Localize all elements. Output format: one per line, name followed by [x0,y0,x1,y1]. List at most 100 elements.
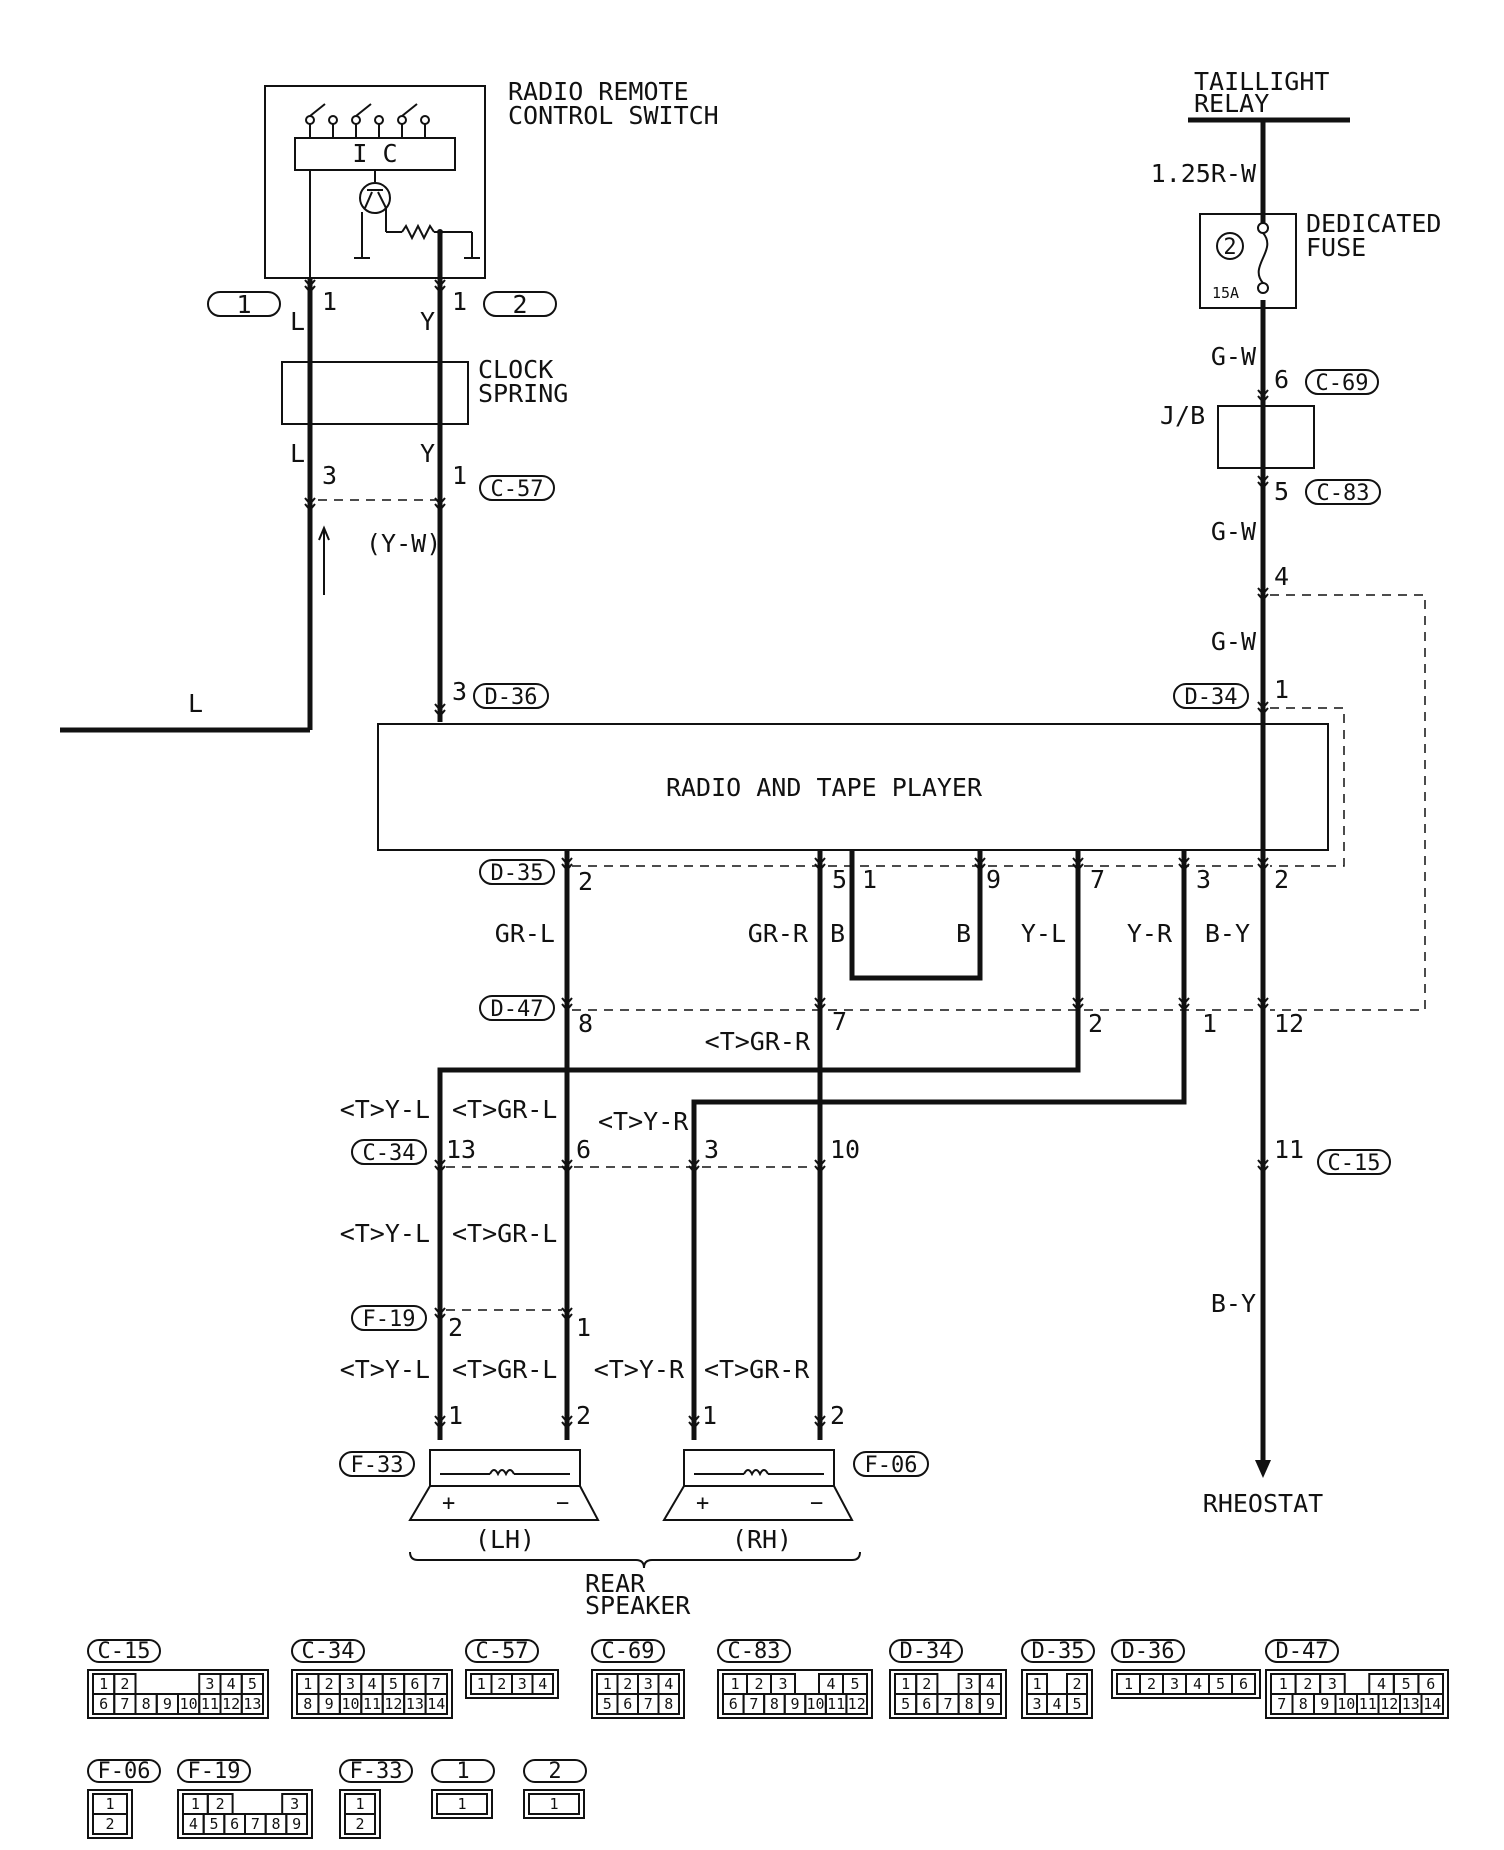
pin-number: 6 [729,1695,738,1713]
rear-speaker-label-1: REAR [585,1569,646,1598]
pin-number: 9 [790,1695,799,1713]
pin-number: 8 [664,1695,673,1713]
pin-number: 7 [749,1695,758,1713]
pin-label: 1 [322,287,337,316]
wire-label-y: Y [420,439,435,468]
pin-number: 4 [826,1675,835,1693]
pin-label: 10 [830,1135,860,1164]
wire-label-yl: Y-L [1021,919,1066,948]
connector-face-label: C-34 [302,1639,355,1664]
svg-text:C-34: C-34 [363,1141,416,1166]
pin-label: 5 [1274,477,1289,506]
pin-label: 2 [578,867,593,896]
speaker-rh-label: (RH) [732,1525,792,1554]
clock-spring: CLOCK SPRING [281,355,568,425]
pin-number: 6 [230,1815,239,1833]
pin-number: 2 [1072,1675,1081,1693]
pin-label: 1 [448,1401,463,1430]
wire-label-tyl: <T>Y-L [340,1219,430,1248]
pin-number: 2 [754,1675,763,1693]
connector-face-label: F-06 [98,1759,151,1784]
pin-number: 8 [1299,1695,1308,1713]
pin-number: 1 [603,1675,612,1693]
pin-label: 13 [446,1135,476,1164]
connector-d47: D-47 [479,995,555,1022]
pin-number: 4 [367,1675,376,1693]
pin-number: 7 [1277,1695,1286,1713]
pin-number: 1 [901,1675,910,1693]
pin-label: 1 [1202,1009,1217,1038]
svg-text:C-69: C-69 [1316,371,1369,396]
pin-number: 5 [603,1695,612,1713]
connector-face-label: D-34 [900,1639,953,1664]
pin-number: 2 [325,1675,334,1693]
pin-number: 4 [189,1815,198,1833]
pin-number: 13 [406,1695,424,1713]
pin-label: 7 [832,1007,847,1036]
pin-number: 1 [191,1795,200,1813]
pin-number: 4 [1052,1695,1061,1713]
pin-label: 1 [862,865,877,894]
pin-number: 6 [1239,1675,1248,1693]
svg-text:D-36: D-36 [485,685,538,710]
pin-number: 6 [410,1675,419,1693]
pin-number: 3 [1032,1695,1041,1713]
pin-number: 1 [99,1675,108,1693]
speaker-wires [437,850,1271,1478]
rear-speaker-rh: + − (RH) [662,1449,854,1554]
pin-number: 1 [1279,1675,1288,1693]
jb-label: J/B [1160,401,1205,430]
pin-label: 3 [452,677,467,706]
pin-number: 5 [1402,1675,1411,1693]
pin-number: 12 [1380,1695,1398,1713]
taillight-relay: TAILLIGHT RELAY [1188,67,1350,123]
connector-face-label: F-33 [350,1759,403,1784]
clock-spring-label-1: CLOCK [478,355,553,384]
pin-number: 1 [355,1795,364,1813]
pin-number: 12 [848,1695,866,1713]
remote-switch-wires [60,232,446,733]
pin-label: 6 [1274,365,1289,394]
pin-number: 5 [1216,1675,1225,1693]
pin-number: 4 [1193,1675,1202,1693]
d34-d35-dash [1270,707,1345,867]
pin-number: 14 [1423,1695,1441,1713]
rear-speaker-brace [409,1551,861,1569]
fuse-number: 2 [1223,235,1236,260]
pin-label: 6 [576,1135,591,1164]
pin-number: 4 [986,1675,995,1693]
svg-text:D-34: D-34 [1185,685,1238,710]
pin-number: 1 [303,1675,312,1693]
wire-label-gw: G-W [1211,342,1257,371]
pin-number: 9 [1320,1695,1329,1713]
connector-f33: F-33 [339,1451,415,1478]
pin-number: 5 [389,1675,398,1693]
pin-number: 13 [1402,1695,1420,1713]
wire-label-by: B-Y [1211,1289,1256,1318]
taillight-relay-label-1: TAILLIGHT [1194,67,1329,96]
wire-label-tyl: <T>Y-L [340,1355,430,1384]
taillight-relay-label-2: RELAY [1194,89,1269,118]
pin-number: 3 [518,1675,527,1693]
speaker-minus: − [810,1491,823,1516]
pin-number: 5 [248,1675,257,1693]
pin-label: 3 [704,1135,719,1164]
connector-f06: F-06 [853,1451,929,1478]
connector-c15: C-15 [1317,1149,1391,1176]
radio-and-tape-player: RADIO AND TAPE PLAYER [377,723,1329,851]
radio-remote-label-2: CONTROL SWITCH [508,101,719,130]
wire-label-grl: GR-L [495,919,555,948]
wire-label-125rw: 1.25R-W [1151,159,1257,188]
connector-face-label: C-57 [476,1639,529,1664]
wire-label-b: B [956,919,971,948]
connector-c34: C-34 [351,1139,427,1166]
pin-number: 7 [432,1675,441,1693]
wire-label-tyr: <T>Y-R [594,1355,685,1384]
pin-label: 8 [578,1009,593,1038]
connector-face-label: 2 [548,1759,561,1784]
